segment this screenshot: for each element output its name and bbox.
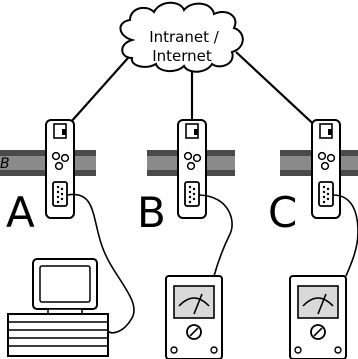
- device-b-serial-port: [184, 181, 200, 207]
- device-a-led: [54, 161, 64, 171]
- link-c: [235, 51, 323, 133]
- cloud-shape: [119, 1, 244, 73]
- meter-c-icon: [289, 275, 347, 359]
- device-c-led: [326, 153, 336, 163]
- device-c-serial-port: [318, 181, 334, 207]
- device-c: [311, 119, 341, 219]
- device-b-led: [183, 151, 193, 161]
- keyboard: [7, 313, 109, 357]
- cable-a: [66, 193, 135, 334]
- cloud-label-line1: Intranet /: [149, 28, 220, 46]
- device-b-led: [192, 153, 202, 163]
- link-a: [61, 57, 129, 133]
- cloud-label-line2: Internet: [152, 47, 212, 65]
- cable-b: [198, 194, 233, 277]
- node-label-c: C: [268, 188, 297, 237]
- device-b: [177, 119, 207, 219]
- computer-icon: [7, 258, 109, 357]
- device-c-led: [320, 161, 330, 171]
- node-label-a: A: [6, 188, 35, 237]
- device-a: [45, 119, 75, 219]
- device-b-led: [186, 161, 196, 171]
- device-a-led: [51, 151, 61, 161]
- meter-b-icon: [165, 275, 223, 359]
- monitor-screen: [39, 265, 91, 303]
- device-c-led: [317, 151, 327, 161]
- cable-c: [332, 194, 358, 277]
- serial-cables: [66, 193, 358, 334]
- network-links: [61, 51, 323, 133]
- device-a-serial-port: [52, 181, 68, 207]
- cloud: Intranet / Internet: [119, 1, 244, 73]
- device-a-led: [60, 153, 70, 163]
- edge-label: B: [0, 156, 10, 172]
- node-label-b: B: [137, 188, 166, 237]
